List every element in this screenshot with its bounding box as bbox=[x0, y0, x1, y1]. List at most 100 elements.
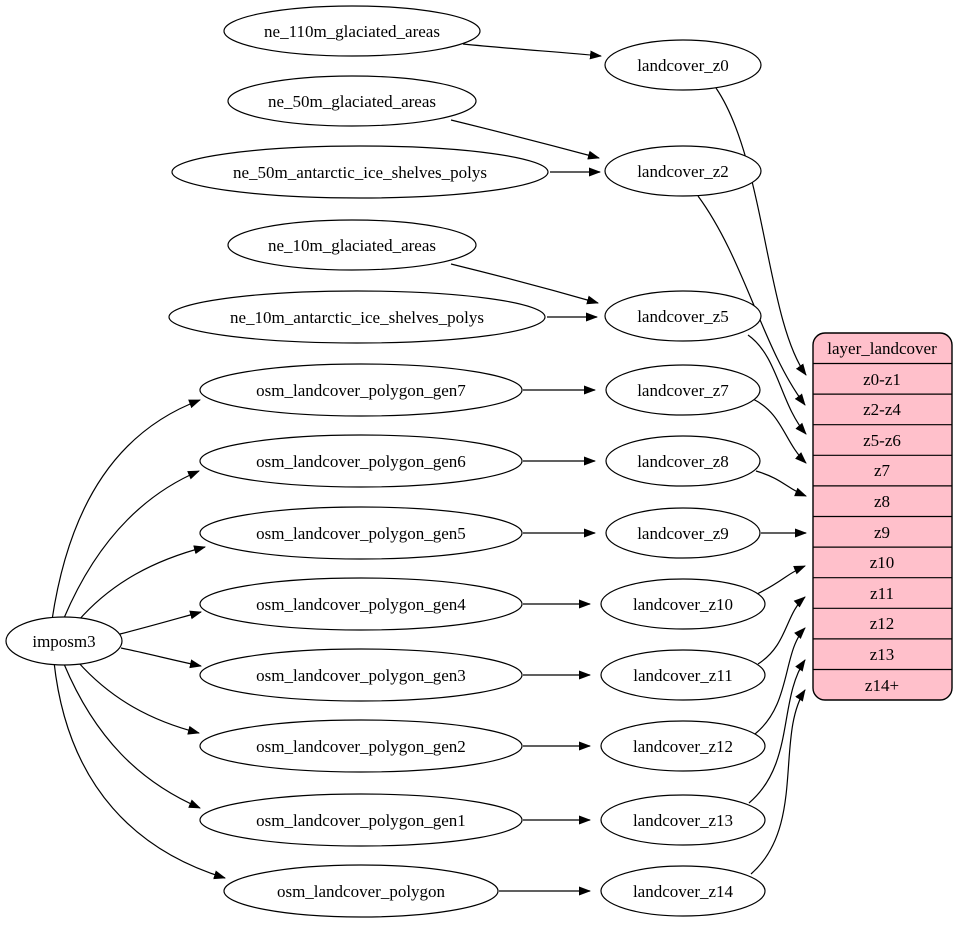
edge-landcover-z12-to-row-z12 bbox=[754, 627, 806, 735]
landcover-ellipse bbox=[604, 290, 762, 342]
landcover-ellipse bbox=[600, 865, 766, 917]
edges bbox=[51, 43, 807, 896]
node-ne-10m-antarctic-ice-shelves-polys: ne_10m_antarctic_ice_shelves_polys bbox=[168, 290, 546, 344]
table-row-z9: z9 bbox=[874, 523, 890, 542]
source-label: ne_50m_glaciated_areas bbox=[268, 92, 436, 111]
source-label: ne_50m_antarctic_ice_shelves_polys bbox=[233, 163, 487, 182]
source-ellipse bbox=[223, 5, 481, 57]
landcover-label: landcover_z9 bbox=[637, 524, 729, 543]
node-landcover-z8: landcover_z8 bbox=[605, 435, 761, 487]
landcover-ellipse bbox=[604, 145, 762, 197]
landcover-label: landcover_z14 bbox=[633, 882, 734, 901]
landcover-ellipse bbox=[600, 720, 766, 772]
node-landcover-z9: landcover_z9 bbox=[605, 507, 761, 559]
node-ne-50m-glaciated-areas: ne_50m_glaciated_areas bbox=[227, 75, 477, 127]
edge-imposm3-to-osm-gen1 bbox=[63, 663, 201, 809]
edge-landcover-z7-to-row-z7 bbox=[752, 398, 807, 464]
landcover-label: landcover_z10 bbox=[633, 595, 733, 614]
node-landcover-z11: landcover_z11 bbox=[600, 649, 766, 701]
edge-imposm3-to-osm-polygon bbox=[53, 661, 226, 880]
node-osm-landcover-polygon-gen4: osm_landcover_polygon_gen4 bbox=[199, 577, 523, 631]
node-osm-landcover-polygon-gen2: osm_landcover_polygon_gen2 bbox=[199, 719, 523, 773]
landcover-label: landcover_z11 bbox=[633, 666, 732, 685]
table-row-z10: z10 bbox=[870, 553, 895, 572]
landcover-label: landcover_z2 bbox=[637, 162, 729, 181]
table-row-z0-z1: z0-z1 bbox=[863, 370, 901, 389]
landcover-label: landcover_z7 bbox=[637, 381, 729, 400]
source-ellipse bbox=[199, 434, 523, 488]
source-ellipse bbox=[199, 648, 523, 702]
table-row-z13: z13 bbox=[870, 645, 895, 664]
edge-imposm3-to-osm-gen4 bbox=[119, 610, 202, 635]
layer-table-header: layer_landcover bbox=[827, 339, 937, 358]
edge-imposm3-to-osm-gen5 bbox=[77, 545, 206, 622]
source-label: osm_landcover_polygon_gen4 bbox=[256, 595, 466, 614]
edge-landcover-z0-to-row-z0-z1 bbox=[715, 87, 807, 376]
edge-landcover-z5-to-row-z5-z6 bbox=[747, 334, 807, 435]
edge-ne-50m-glaciated-areas-to-landcover-z2 bbox=[450, 119, 600, 160]
table-row-z2-z4: z2-z4 bbox=[863, 400, 901, 419]
table-row-z14: z14+ bbox=[865, 676, 899, 695]
edge-landcover-z2-to-row-z2-z4 bbox=[697, 195, 806, 406]
node-imposm3: imposm3 bbox=[5, 616, 123, 666]
source-label: ne_10m_antarctic_ice_shelves_polys bbox=[230, 308, 484, 327]
source-ellipse bbox=[168, 290, 546, 344]
node-landcover-z5: landcover_z5 bbox=[604, 290, 762, 342]
source-ellipse bbox=[199, 719, 523, 773]
node-landcover-z10: landcover_z10 bbox=[600, 578, 766, 630]
edge-ne-110m-glaciated-areas-to-landcover-z0 bbox=[462, 43, 602, 60]
source-ellipse bbox=[199, 363, 523, 417]
table-row-z8: z8 bbox=[874, 492, 890, 511]
landcover-label: landcover_z12 bbox=[633, 737, 733, 756]
source-label: osm_landcover_polygon_gen7 bbox=[256, 381, 466, 400]
table-row-z11: z11 bbox=[870, 584, 894, 603]
imposm3-label: imposm3 bbox=[32, 632, 95, 651]
source-label: osm_landcover_polygon_gen3 bbox=[256, 666, 466, 685]
source-ellipse bbox=[199, 577, 523, 631]
landcover-ellipse bbox=[604, 39, 762, 91]
edge-imposm3-to-osm-gen2 bbox=[77, 661, 200, 735]
table-row-z12: z12 bbox=[870, 614, 895, 633]
node-osm-landcover-polygon-gen6: osm_landcover_polygon_gen6 bbox=[199, 434, 523, 488]
table-row-z5-z6: z5-z6 bbox=[863, 431, 901, 450]
landcover-label: landcover_z13 bbox=[633, 811, 733, 830]
edge-landcover-z13-to-row-z13 bbox=[748, 659, 806, 804]
edge-ne-10m-glaciated-areas-to-landcover-z5 bbox=[450, 263, 599, 305]
node-osm-landcover-polygon-gen1: osm_landcover_polygon_gen1 bbox=[199, 793, 523, 847]
landcover-ellipse bbox=[605, 364, 761, 416]
source-ellipse bbox=[171, 145, 549, 199]
node-landcover-z13: landcover_z13 bbox=[600, 794, 766, 846]
landcover-ellipse bbox=[605, 507, 761, 559]
node-osm-landcover-polygon-gen5: osm_landcover_polygon_gen5 bbox=[199, 506, 523, 560]
landcover-ellipse bbox=[600, 794, 766, 846]
landcover-label: landcover_z8 bbox=[637, 452, 729, 471]
source-ellipse bbox=[199, 506, 523, 560]
edge-landcover-z11-to-row-z11 bbox=[757, 596, 806, 665]
node-osm-landcover-polygon-gen3: osm_landcover_polygon_gen3 bbox=[199, 648, 523, 702]
node-osm-landcover-polygon-gen7: osm_landcover_polygon_gen7 bbox=[199, 363, 523, 417]
layer-landcover-table: layer_landcover z0-z1 z2-z4 z5-z6 z7 z8 … bbox=[812, 332, 953, 701]
edge-landcover-z8-to-row-z8 bbox=[755, 470, 807, 497]
node-landcover-z12: landcover_z12 bbox=[600, 720, 766, 772]
node-landcover-z14: landcover_z14 bbox=[600, 865, 766, 917]
source-ellipse bbox=[223, 864, 499, 918]
source-label: ne_10m_glaciated_areas bbox=[268, 236, 436, 255]
source-label: osm_landcover_polygon_gen6 bbox=[256, 452, 466, 471]
source-label: osm_landcover_polygon_gen5 bbox=[256, 524, 466, 543]
source-label: osm_landcover_polygon bbox=[277, 882, 446, 901]
edge-landcover-z10-to-row-z10 bbox=[756, 565, 806, 595]
source-label: ne_110m_glaciated_areas bbox=[264, 22, 440, 41]
node-landcover-z7: landcover_z7 bbox=[605, 364, 761, 416]
node-ne-10m-glaciated-areas: ne_10m_glaciated_areas bbox=[227, 219, 477, 271]
imposm3-ellipse bbox=[5, 616, 123, 666]
landcover-ellipse bbox=[600, 578, 766, 630]
landcover-ellipse bbox=[605, 435, 761, 487]
edge-imposm3-to-osm-gen3 bbox=[120, 647, 202, 669]
node-ne-110m-glaciated-areas: ne_110m_glaciated_areas bbox=[223, 5, 481, 57]
edge-imposm3-to-osm-gen7 bbox=[51, 399, 201, 621]
node-ne-50m-antarctic-ice-shelves-polys: ne_50m_antarctic_ice_shelves_polys bbox=[171, 145, 549, 199]
edge-landcover-z14-to-row-z14 bbox=[750, 689, 806, 875]
landcover-label: landcover_z5 bbox=[637, 307, 729, 326]
